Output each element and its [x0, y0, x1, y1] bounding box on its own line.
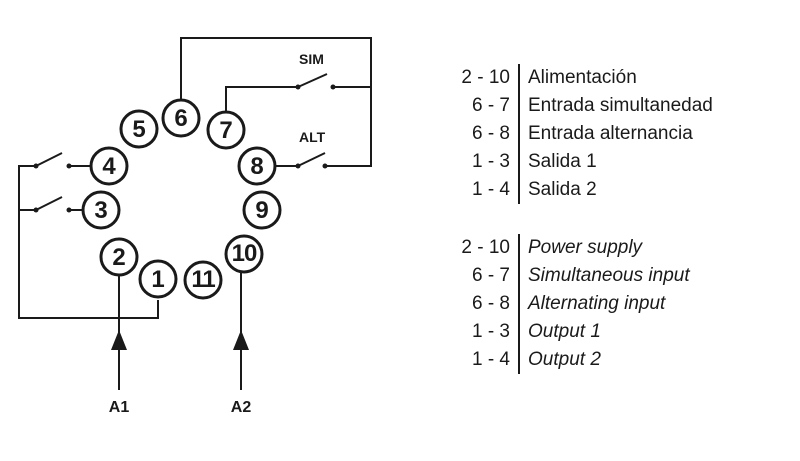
legend-row: 2 - 10 Alimentación — [420, 64, 790, 92]
pin-number: 3 — [94, 197, 107, 224]
wire-pin7-sim — [225, 86, 298, 113]
socket-pins: 123 45 6 78 9 10 11 — [81, 98, 282, 300]
legend-pins: 1 - 3 — [420, 318, 520, 346]
legend-desc: Salida 2 — [528, 179, 597, 200]
pin-circle — [81, 190, 121, 230]
sim-switch-blade — [297, 73, 328, 88]
legend-desc: Alternating input — [528, 293, 666, 314]
pin-circle — [224, 234, 264, 274]
pin-2: 2 — [99, 237, 139, 277]
sim-label: SIM — [299, 51, 324, 67]
legend-desc: Simultaneous input — [528, 265, 690, 286]
legend-pins: 6 - 7 — [420, 92, 520, 120]
a1-arrow-icon — [111, 330, 127, 350]
legend-pins: 2 - 10 — [420, 64, 520, 92]
pin-1: 1 — [138, 259, 178, 299]
terminal-a1-label: A1 — [109, 399, 130, 416]
pin-8: 8 — [237, 146, 277, 186]
pin-6: 6 — [161, 98, 201, 138]
pin-10: 10 — [224, 234, 264, 274]
legend-row: 1 - 4 Output 2 — [420, 346, 790, 374]
pin-number: 10 — [232, 240, 257, 267]
legend-row: 1 - 3 Output 1 — [420, 318, 790, 346]
legend-pins: 2 - 10 — [420, 234, 520, 262]
output1-switch-blade — [35, 196, 63, 211]
wire-pin1-bus — [18, 165, 159, 319]
legend-desc: Entrada simultanedad — [528, 95, 713, 116]
pin-9: 9 — [242, 190, 282, 230]
legend-desc: Output 2 — [528, 349, 601, 370]
pin-number: 2 — [112, 244, 125, 271]
terminal-a2-label: A2 — [231, 399, 252, 416]
pin-3: 3 — [81, 190, 121, 230]
legend-desc: Output 1 — [528, 321, 601, 342]
legend-desc: Entrada alternancia — [528, 123, 693, 144]
legend-pins: 1 - 4 — [420, 346, 520, 374]
legend-pins: 1 - 4 — [420, 176, 520, 204]
wire-pin6-loop — [180, 37, 372, 167]
legend-row: 6 - 8 Alternating input — [420, 290, 790, 318]
legend-desc: Power supply — [528, 237, 643, 258]
pin-5: 5 — [119, 109, 159, 149]
pin-number: 9 — [255, 197, 268, 224]
legend-desc: Salida 1 — [528, 151, 597, 172]
pin-11: 11 — [183, 260, 223, 300]
legend-desc: Alimentación — [528, 67, 637, 88]
pin-circle — [183, 260, 223, 300]
pin-number: 4 — [102, 153, 116, 180]
alt-switch-blade — [297, 152, 326, 167]
pin-circle — [99, 237, 139, 277]
pin-number: 8 — [250, 153, 263, 180]
pin-circle — [242, 190, 282, 230]
pin-circle — [119, 109, 159, 149]
pin-circle — [237, 146, 277, 186]
output2-switch-blade — [35, 152, 63, 167]
pin-4: 4 — [89, 146, 129, 186]
legend-pins: 1 - 3 — [420, 148, 520, 176]
legend-english: 2 - 10 Power supply 6 - 7 Simultaneous inp… — [420, 234, 790, 374]
legend-row: 6 - 7 Entrada simultanedad — [420, 92, 790, 120]
a2-arrow-icon — [233, 330, 249, 350]
pin-7: 7 — [206, 110, 246, 150]
legend-row: 2 - 10 Power supply — [420, 234, 790, 262]
pin-number: 5 — [132, 116, 145, 143]
pin-number: 7 — [219, 117, 232, 144]
legend-pins: 6 - 7 — [420, 262, 520, 290]
alt-label: ALT — [299, 129, 326, 145]
legend-pins: 6 - 8 — [420, 290, 520, 318]
legend-row: 6 - 8 Entrada alternancia — [420, 120, 790, 148]
pin-number: 11 — [191, 266, 215, 293]
pin-circle — [138, 259, 178, 299]
legend-row: 6 - 7 Simultaneous input — [420, 262, 790, 290]
legend-row: 1 - 4 Salida 2 — [420, 176, 790, 204]
pin-circle — [206, 110, 246, 150]
pin-circle — [89, 146, 129, 186]
legend-row: 1 - 3 Salida 1 — [420, 148, 790, 176]
pin-number: 6 — [174, 105, 187, 132]
legend-spanish: 2 - 10 Alimentación 6 - 7 Entrada simultan… — [420, 64, 790, 204]
pin-circle — [161, 98, 201, 138]
pin-number: 1 — [151, 266, 164, 293]
legend-pins: 6 - 8 — [420, 120, 520, 148]
